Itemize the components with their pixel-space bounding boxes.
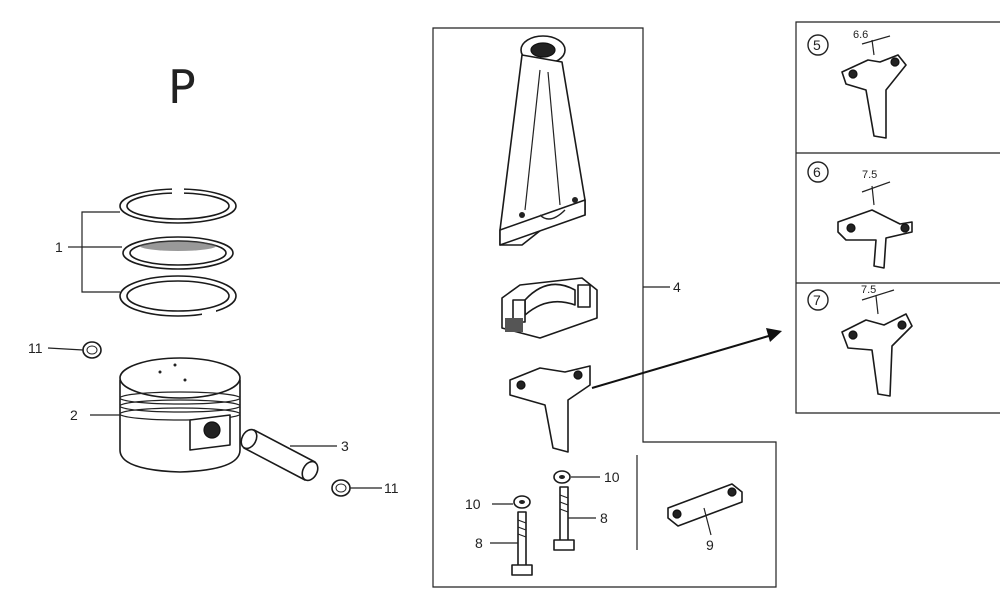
callout-10a: 10 [465,496,481,512]
callout-1-bracket [68,211,122,293]
callout-10b: 10 [604,469,620,485]
variant-6: 6 7.5 [807,161,913,269]
callout-5: 5 [813,37,821,53]
rod-bolt-left [511,511,533,576]
circlip-right [331,479,351,497]
callout-2: 2 [70,407,78,423]
section-letter: P [168,60,196,114]
arrow-head [766,328,782,342]
connecting-rod [499,35,586,246]
leader-9 [703,507,712,536]
piston-rings [119,186,237,320]
piston [119,357,241,473]
callout-11b: 11 [384,480,399,496]
callout-1: 1 [55,239,63,255]
lock-plate [667,483,743,527]
oil-dipper [509,365,591,453]
circlip-left [82,341,102,359]
callout-9: 9 [706,537,714,553]
callout-8a: 8 [475,535,483,551]
callout-4: 4 [673,279,681,295]
variants-frame [795,21,1000,414]
leader-11a [47,347,84,351]
variant-7: 7 7.5 [807,284,913,397]
callout-8b: 8 [600,510,608,526]
arrow-to-variants [591,334,773,389]
dimension-6: 7.5 [862,169,877,181]
dimension-5: 6.6 [853,29,868,41]
dimension-7: 7.5 [861,284,876,296]
callout-6: 6 [813,164,821,180]
piston-pin [240,428,319,482]
callout-7: 7 [813,292,821,308]
lock-washer-left [513,495,531,509]
rod-cap [501,277,598,339]
conrod-assembly-frame [432,27,777,588]
variant-5: 5 6.6 [807,29,907,139]
callout-11a: 11 [28,340,43,356]
rod-bolt-right [553,486,575,551]
callout-3: 3 [341,438,349,454]
lock-washer-right [553,470,571,484]
